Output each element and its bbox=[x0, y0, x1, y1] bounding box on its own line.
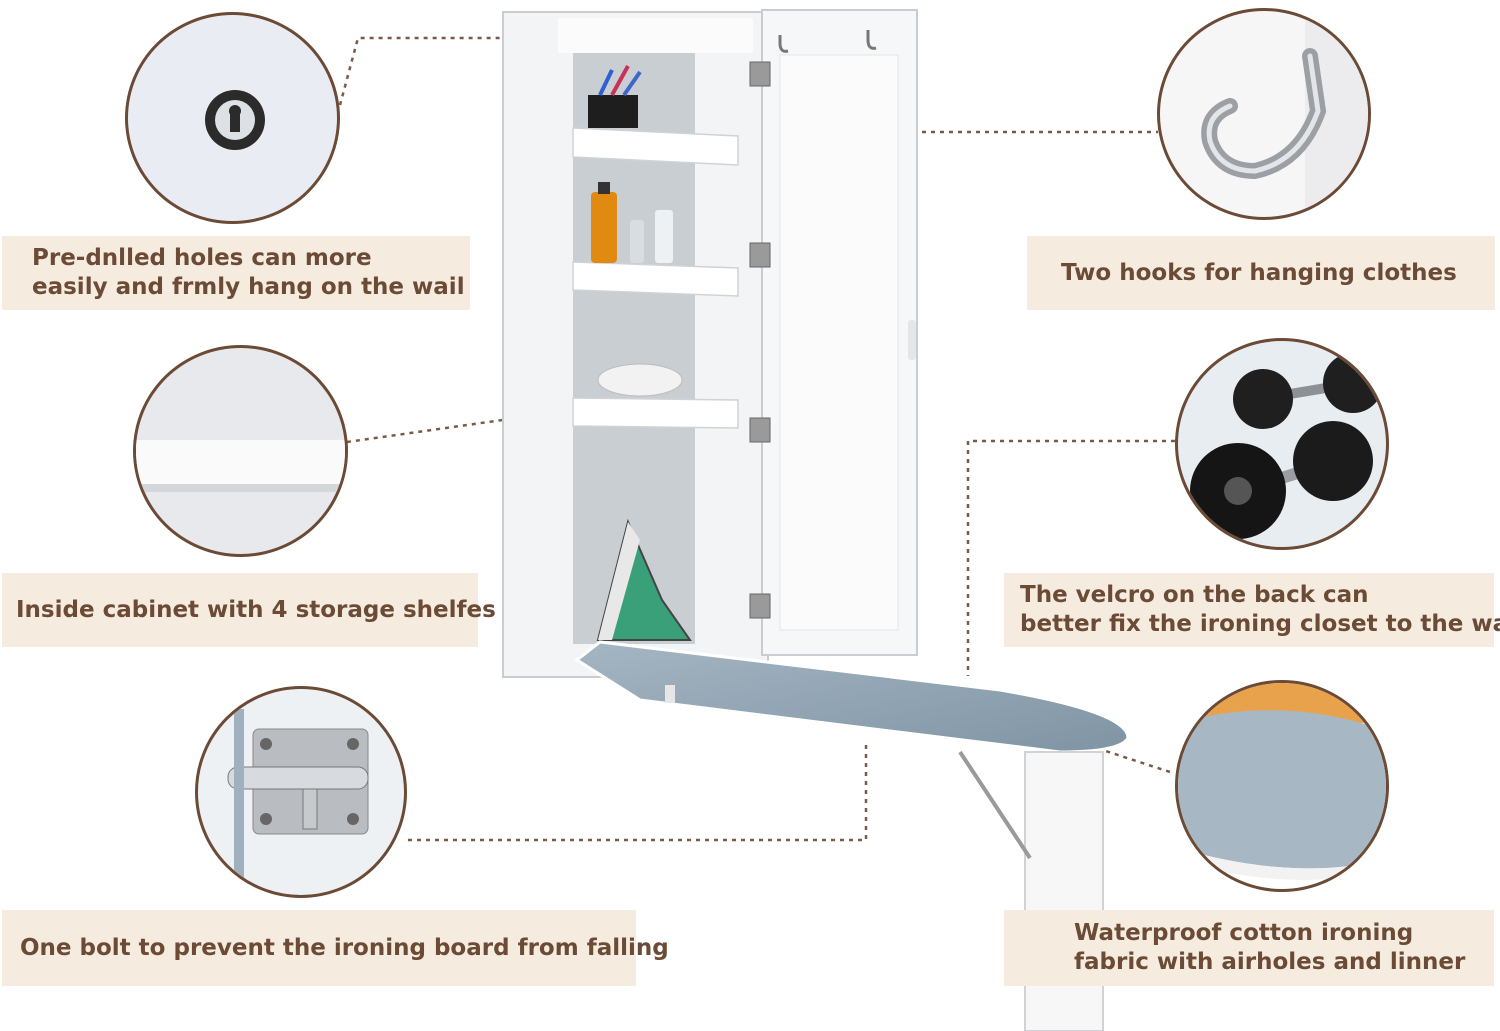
dumbbell-icon bbox=[1190, 353, 1383, 539]
hair-dryer bbox=[597, 363, 683, 397]
label-fabric-line-1: Waterproof cotton ironing bbox=[1074, 920, 1414, 946]
label-shelves-line-1: Inside cabinet with 4 storage shelfes bbox=[16, 596, 496, 623]
door-hook-right bbox=[866, 30, 877, 50]
label-bolt-line-1: One bolt to prevent the ironing board fr… bbox=[20, 934, 669, 961]
label-fabric: Waterproof cotton ironing fabric with ai… bbox=[1004, 910, 1494, 986]
label-holes-line-2: easily and frmly hang on the wail bbox=[32, 274, 465, 300]
label-fabric-line-2: fabric with airholes and linner bbox=[1074, 949, 1466, 975]
label-velcro-line-2: better fix the ironing closet to the wal… bbox=[1020, 611, 1500, 637]
label-hooks: Two hooks for hanging clothes bbox=[1027, 236, 1495, 310]
label-storage-shelves: Inside cabinet with 4 storage shelfes bbox=[2, 573, 496, 647]
label-velcro: The velcro on the back can better fix th… bbox=[1004, 573, 1500, 647]
bolt-latch-icon bbox=[227, 709, 369, 895]
label-hooks-line-1: Two hooks for hanging clothes bbox=[1061, 259, 1457, 286]
circle-dumbbell-detail bbox=[1175, 338, 1389, 550]
cream-bottle bbox=[655, 210, 673, 263]
hook-icon bbox=[1201, 11, 1368, 217]
door-hook-left bbox=[778, 35, 789, 53]
fabric-icon bbox=[1178, 683, 1386, 880]
leader-line-bolt bbox=[408, 742, 868, 842]
shelf-edge-icon bbox=[136, 440, 345, 492]
keyhole-icon bbox=[205, 90, 265, 150]
label-holes-line-1: Pre-dnlled holes can more bbox=[32, 245, 372, 271]
mirror-panel bbox=[779, 54, 899, 631]
lotion-bottle bbox=[630, 220, 644, 263]
label-bolt: One bolt to prevent the ironing board fr… bbox=[2, 910, 669, 986]
circle-hook-detail bbox=[1157, 8, 1371, 220]
circle-shelf-detail bbox=[133, 345, 348, 557]
circle-fabric-detail bbox=[1175, 680, 1389, 892]
circle-bolt-detail bbox=[195, 686, 407, 898]
label-velcro-line-1: The velcro on the back can bbox=[1020, 582, 1369, 608]
board-leg bbox=[1024, 751, 1104, 1031]
cabinet-shelves bbox=[572, 127, 739, 429]
label-pre-drilled-holes: Pre-dnlled holes can more easily and frm… bbox=[2, 236, 470, 310]
oil-bottle bbox=[591, 192, 617, 263]
board-support-arm bbox=[958, 750, 1032, 860]
door-hinges bbox=[749, 61, 771, 619]
ironing-board bbox=[574, 640, 1130, 754]
circle-keyhole-detail bbox=[125, 12, 340, 224]
leader-line-velcro bbox=[966, 439, 1175, 676]
pen-holder bbox=[588, 95, 638, 128]
